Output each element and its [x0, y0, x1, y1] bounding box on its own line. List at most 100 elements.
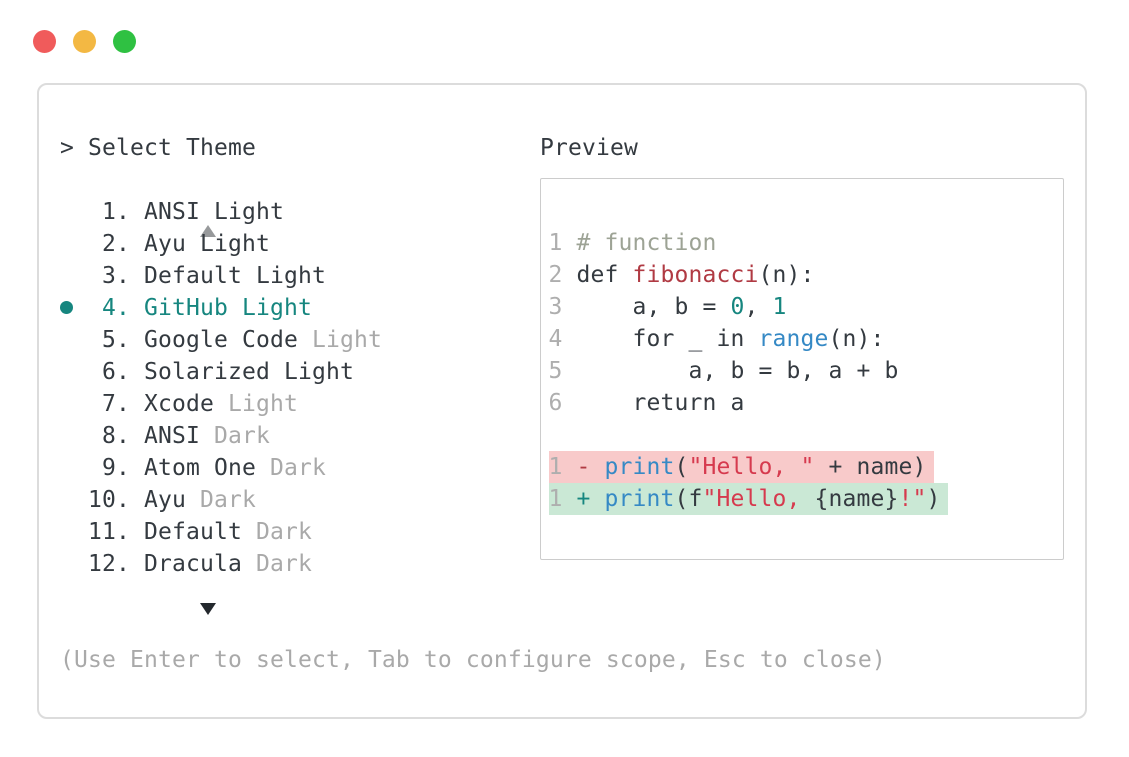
spacer: [130, 420, 144, 452]
keyboard-hint: (Use Enter to select, Tab to configure s…: [60, 647, 886, 673]
theme-item-label: Xcode: [144, 391, 214, 417]
spacer: [563, 387, 577, 419]
spacer: [130, 388, 144, 420]
dialog-title-row: > Select Theme: [60, 132, 530, 164]
marker-cell: [60, 484, 74, 516]
theme-item-variant-suffix: Dark: [200, 423, 270, 449]
spacer: [130, 324, 144, 356]
code-token-comment: # function: [576, 230, 717, 256]
theme-item-label: Ayu: [144, 487, 186, 513]
code-token-text: return a: [576, 390, 745, 416]
code-token-text: {name}: [814, 486, 899, 512]
code-token-removed-sign: -: [576, 454, 605, 480]
theme-item-number: 6.: [102, 359, 130, 385]
scroll-up-control[interactable]: [60, 164, 530, 237]
maximize-button[interactable]: [113, 30, 136, 53]
line-number: 1: [548, 486, 563, 512]
theme-item-number: 9.: [102, 455, 130, 481]
scroll-down-icon: [199, 603, 216, 641]
code-line: 6 return a: [549, 387, 1054, 419]
code-token-string: "Hello, ": [688, 454, 815, 480]
spacer: [130, 452, 144, 484]
spacer: [130, 260, 144, 292]
spacer: [563, 291, 577, 323]
spacer: [74, 132, 88, 164]
diff-removed-line: 1- print("Hello, " + name): [548, 451, 935, 483]
code-token-builtin: range: [758, 326, 829, 352]
spacer: [130, 292, 144, 324]
line-number: 3: [548, 294, 563, 320]
theme-item-variant-suffix: Light: [297, 327, 382, 353]
theme-item-number: 2.: [102, 231, 130, 257]
theme-list-item-xcode[interactable]: 7.Xcode Light: [60, 388, 530, 420]
spacer: [563, 483, 577, 515]
marker-cell: [60, 164, 216, 237]
theme-list-item-atom-one[interactable]: 9.Atom One Dark: [60, 452, 530, 484]
theme-item-label: Ayu Light: [144, 231, 270, 257]
marker-cell: [60, 228, 74, 260]
spacer: [130, 196, 144, 228]
diff-added-line: 1+ print(f"Hello, {name}!"): [548, 483, 949, 515]
theme-item-label: GitHub Light: [144, 295, 312, 321]
theme-list-item-default[interactable]: 11. Default Dark: [60, 516, 530, 548]
marker-cell: [60, 324, 74, 356]
theme-item-variant-suffix: Dark: [241, 519, 312, 545]
code-token-number: 0: [730, 294, 745, 320]
line-number: 1: [548, 454, 563, 480]
theme-list-item-google-code[interactable]: 5. Google Code Light: [60, 324, 530, 356]
theme-list-item-ayu[interactable]: 10.Ayu Dark: [60, 484, 530, 516]
theme-list-item-github-light[interactable]: 4.GitHub Light: [60, 292, 530, 324]
theme-list-item-dracula[interactable]: 12.Dracula Dark: [60, 548, 530, 580]
code-line: 1 # function: [549, 227, 1054, 259]
code-token-function: fibonacci: [632, 262, 759, 288]
scroll-down-control[interactable]: [60, 580, 530, 641]
code-line: 4 for _ in range(n):: [549, 323, 1054, 355]
theme-item-number: 12.: [88, 551, 130, 577]
theme-list-item-ansi-light[interactable]: 1.ANSI Light: [60, 196, 530, 228]
line-number: 4: [548, 326, 563, 352]
theme-item-number: 11.: [88, 519, 130, 545]
theme-item-variant-suffix: Light: [214, 391, 298, 417]
marker-cell: [60, 580, 216, 641]
theme-item-variant-suffix: Dark: [186, 487, 256, 513]
spacer: [563, 323, 577, 355]
minimize-button[interactable]: [73, 30, 96, 53]
marker-cell: [60, 452, 74, 484]
code-token-text: def: [576, 262, 633, 288]
theme-list-pane: > Select Theme 1.ANSI Light 2. Ayu Light 3.…: [60, 132, 886, 676]
theme-item-number: 5.: [102, 327, 130, 353]
marker-cell: [60, 548, 74, 580]
theme-item-variant-suffix: Dark: [255, 455, 326, 481]
theme-item-number: 1.: [102, 199, 130, 225]
theme-item-label: Dracula: [144, 551, 242, 577]
theme-picker-dialog: > Select Theme 1.ANSI Light 2. Ayu Light 3.…: [37, 83, 1087, 719]
spacer: [130, 516, 144, 548]
theme-item-label: Default: [144, 519, 242, 545]
spacer: [563, 451, 577, 483]
preview-title: Preview: [540, 135, 638, 161]
code-token-text: a, b =: [576, 294, 731, 320]
line-number: 5: [548, 358, 563, 384]
code-token-string: !": [898, 486, 927, 512]
spacer: [563, 355, 577, 387]
code-token-text: for _ in: [576, 326, 759, 352]
theme-item-label: Google Code: [144, 327, 298, 353]
theme-list-item-ansi[interactable]: 8.ANSI Dark: [60, 420, 530, 452]
theme-list-item-solarized-light[interactable]: 6.Solarized Light: [60, 356, 530, 388]
theme-list-item-default-light[interactable]: 3.Default Light: [60, 260, 530, 292]
theme-list-item-ayu-light[interactable]: 2. Ayu Light: [60, 228, 530, 260]
close-button[interactable]: [33, 30, 56, 53]
code-token-builtin: print: [604, 486, 675, 512]
marker-cell: [60, 356, 74, 388]
code-token-text: a, b = b, a + b: [576, 358, 899, 384]
dialog-title: Select Theme: [88, 135, 256, 161]
spacer: [130, 356, 144, 388]
marker-cell: [60, 516, 74, 548]
spacer: [130, 228, 144, 260]
line-number: 1: [548, 230, 563, 256]
code-line: 5 a, b = b, a + b: [549, 355, 1054, 387]
